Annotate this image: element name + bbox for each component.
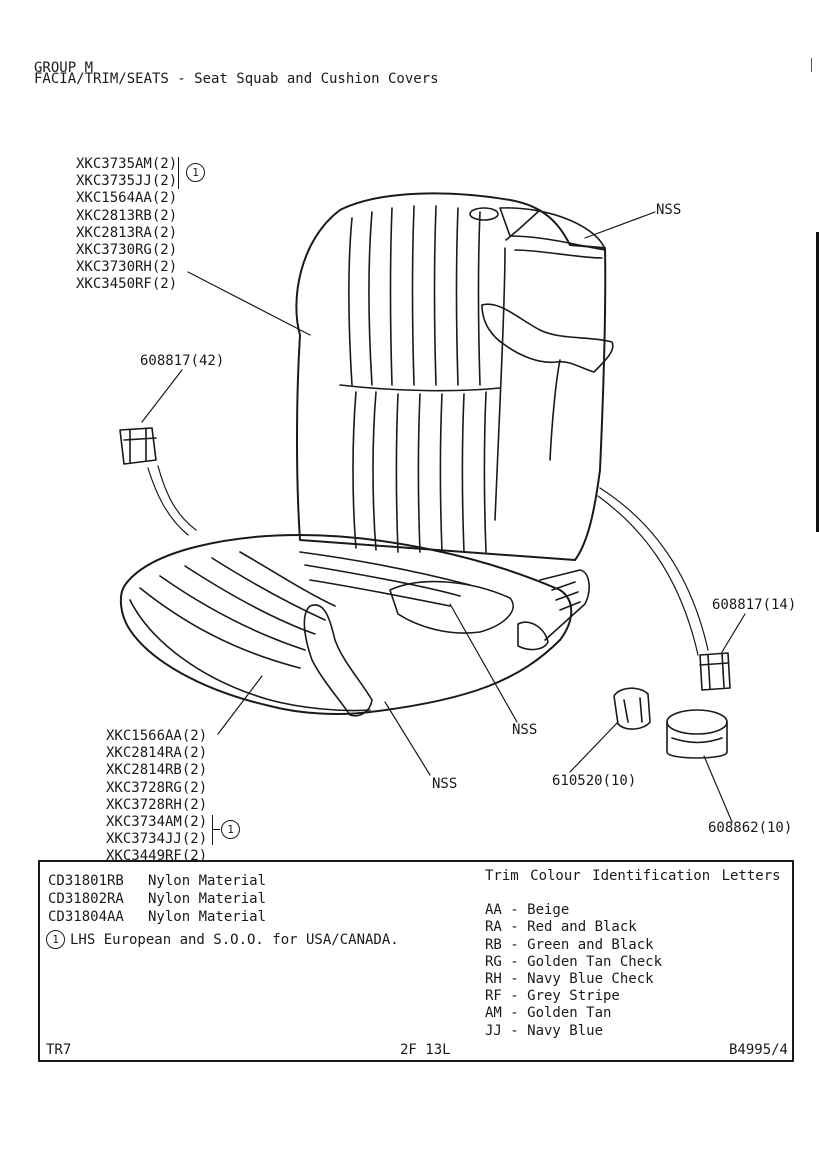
bracket-line (212, 815, 213, 845)
legend-item: AM - Golden Tan (485, 1005, 612, 1022)
material-code: CD31804AA (48, 909, 124, 925)
callout-nss-squab: NSS (656, 202, 682, 218)
callout-nss-flap: NSS (432, 776, 458, 792)
part-number: XKC3730RG(2) (76, 242, 178, 259)
note-marker-icon: 1 (46, 930, 65, 949)
material-desc: Nylon Material (148, 891, 267, 907)
part-number: XKC2813RB(2) (76, 207, 178, 224)
margin-bar (816, 232, 819, 532)
material-code: CD31801RB (48, 873, 124, 889)
part-number: XKC2814RA(2) (106, 745, 208, 762)
footer-ref: B4995/4 (728, 1042, 788, 1058)
legend-item: RF - Grey Stripe (485, 988, 620, 1005)
legend-item: RH - Navy Blue Check (485, 971, 654, 988)
footnote: 1 LHS European and S.O.O. for USA/CANADA… (46, 930, 399, 949)
group-heading: GROUP M (34, 60, 94, 76)
part-number: XKC2813RA(2) (76, 224, 178, 241)
callout-clip-small: 610520(10) (552, 773, 637, 789)
part-number: XKC3735JJ(2) (76, 173, 178, 190)
callout-clip-left: 608817(42) (140, 353, 225, 369)
margin-mark (811, 58, 812, 72)
material-row: CD31802RA Nylon Material (48, 890, 266, 908)
legend-item: RG - Golden Tan Check (485, 953, 663, 970)
callout-clip-right: 608817(14) (712, 597, 797, 613)
callout-nss-cushion: NSS (512, 722, 538, 738)
clip-right-part (699, 652, 731, 691)
material-row: CD31804AA Nylon Material (48, 908, 266, 926)
material-desc: Nylon Material (148, 873, 267, 889)
part-number: XKC3728RH(2) (106, 796, 208, 813)
part-number: XKC3730RH(2) (76, 259, 178, 276)
material-desc: Nylon Material (148, 909, 267, 925)
material-row: CD31801RB Nylon Material (48, 872, 266, 890)
cushion-part-list: XKC1566AA(2) XKC2814RA(2) XKC2814RB(2) X… (106, 728, 207, 866)
colour-legend: Trim Colour Identification Letters AA - … (485, 868, 781, 1040)
part-number: XKC3734JJ(2) (106, 831, 208, 848)
callout-ring: 608862(10) (708, 820, 793, 836)
part-number: XKC1564AA(2) (76, 190, 178, 207)
legend-title: Trim Colour Identification Letters (485, 868, 781, 884)
part-number: XKC3728RG(2) (106, 779, 208, 796)
ring-part (666, 709, 728, 759)
footer-page: 2F 13L (400, 1042, 451, 1058)
part-number: XKC3735AM(2) (76, 156, 178, 172)
clip-left-part (119, 427, 157, 465)
seat-cushion (119, 534, 590, 717)
retaining-wires (147, 465, 709, 656)
leader-lines (141, 211, 746, 823)
bracket-line (178, 157, 179, 189)
part-number: XKC1566AA(2) (106, 728, 208, 744)
note-marker-icon: 1 (186, 163, 205, 182)
part-number: XKC2814RB(2) (106, 762, 208, 779)
part-number: XKC3450RF(2) (76, 276, 178, 293)
squab-part-list: XKC3735AM(2) XKC3735JJ(2) XKC1564AA(2) X… (76, 156, 177, 294)
bracket-tick (212, 829, 220, 830)
section-heading: FACIA/TRIM/SEATS - Seat Squab and Cushio… (34, 71, 439, 87)
note-marker-icon: 1 (221, 820, 240, 839)
seat-squab (295, 192, 614, 561)
footer-model: TR7 (46, 1042, 72, 1058)
material-code: CD31802RA (48, 891, 124, 907)
legend-item: AA - Beige (485, 902, 570, 919)
part-number: XKC3734AM(2) (106, 814, 208, 831)
info-box: CD31801RB Nylon Material CD31802RA Nylon M… (38, 860, 794, 1062)
clip-small-part (613, 687, 651, 730)
materials-list: CD31801RB Nylon Material CD31802RA Nylon M… (48, 872, 266, 926)
footnote-text: LHS European and S.O.O. for USA/CANADA. (70, 931, 399, 948)
legend-item: RB - Green and Black (485, 936, 654, 953)
legend-item: RA - Red and Black (485, 919, 637, 936)
legend-item: JJ - Navy Blue (485, 1022, 604, 1039)
